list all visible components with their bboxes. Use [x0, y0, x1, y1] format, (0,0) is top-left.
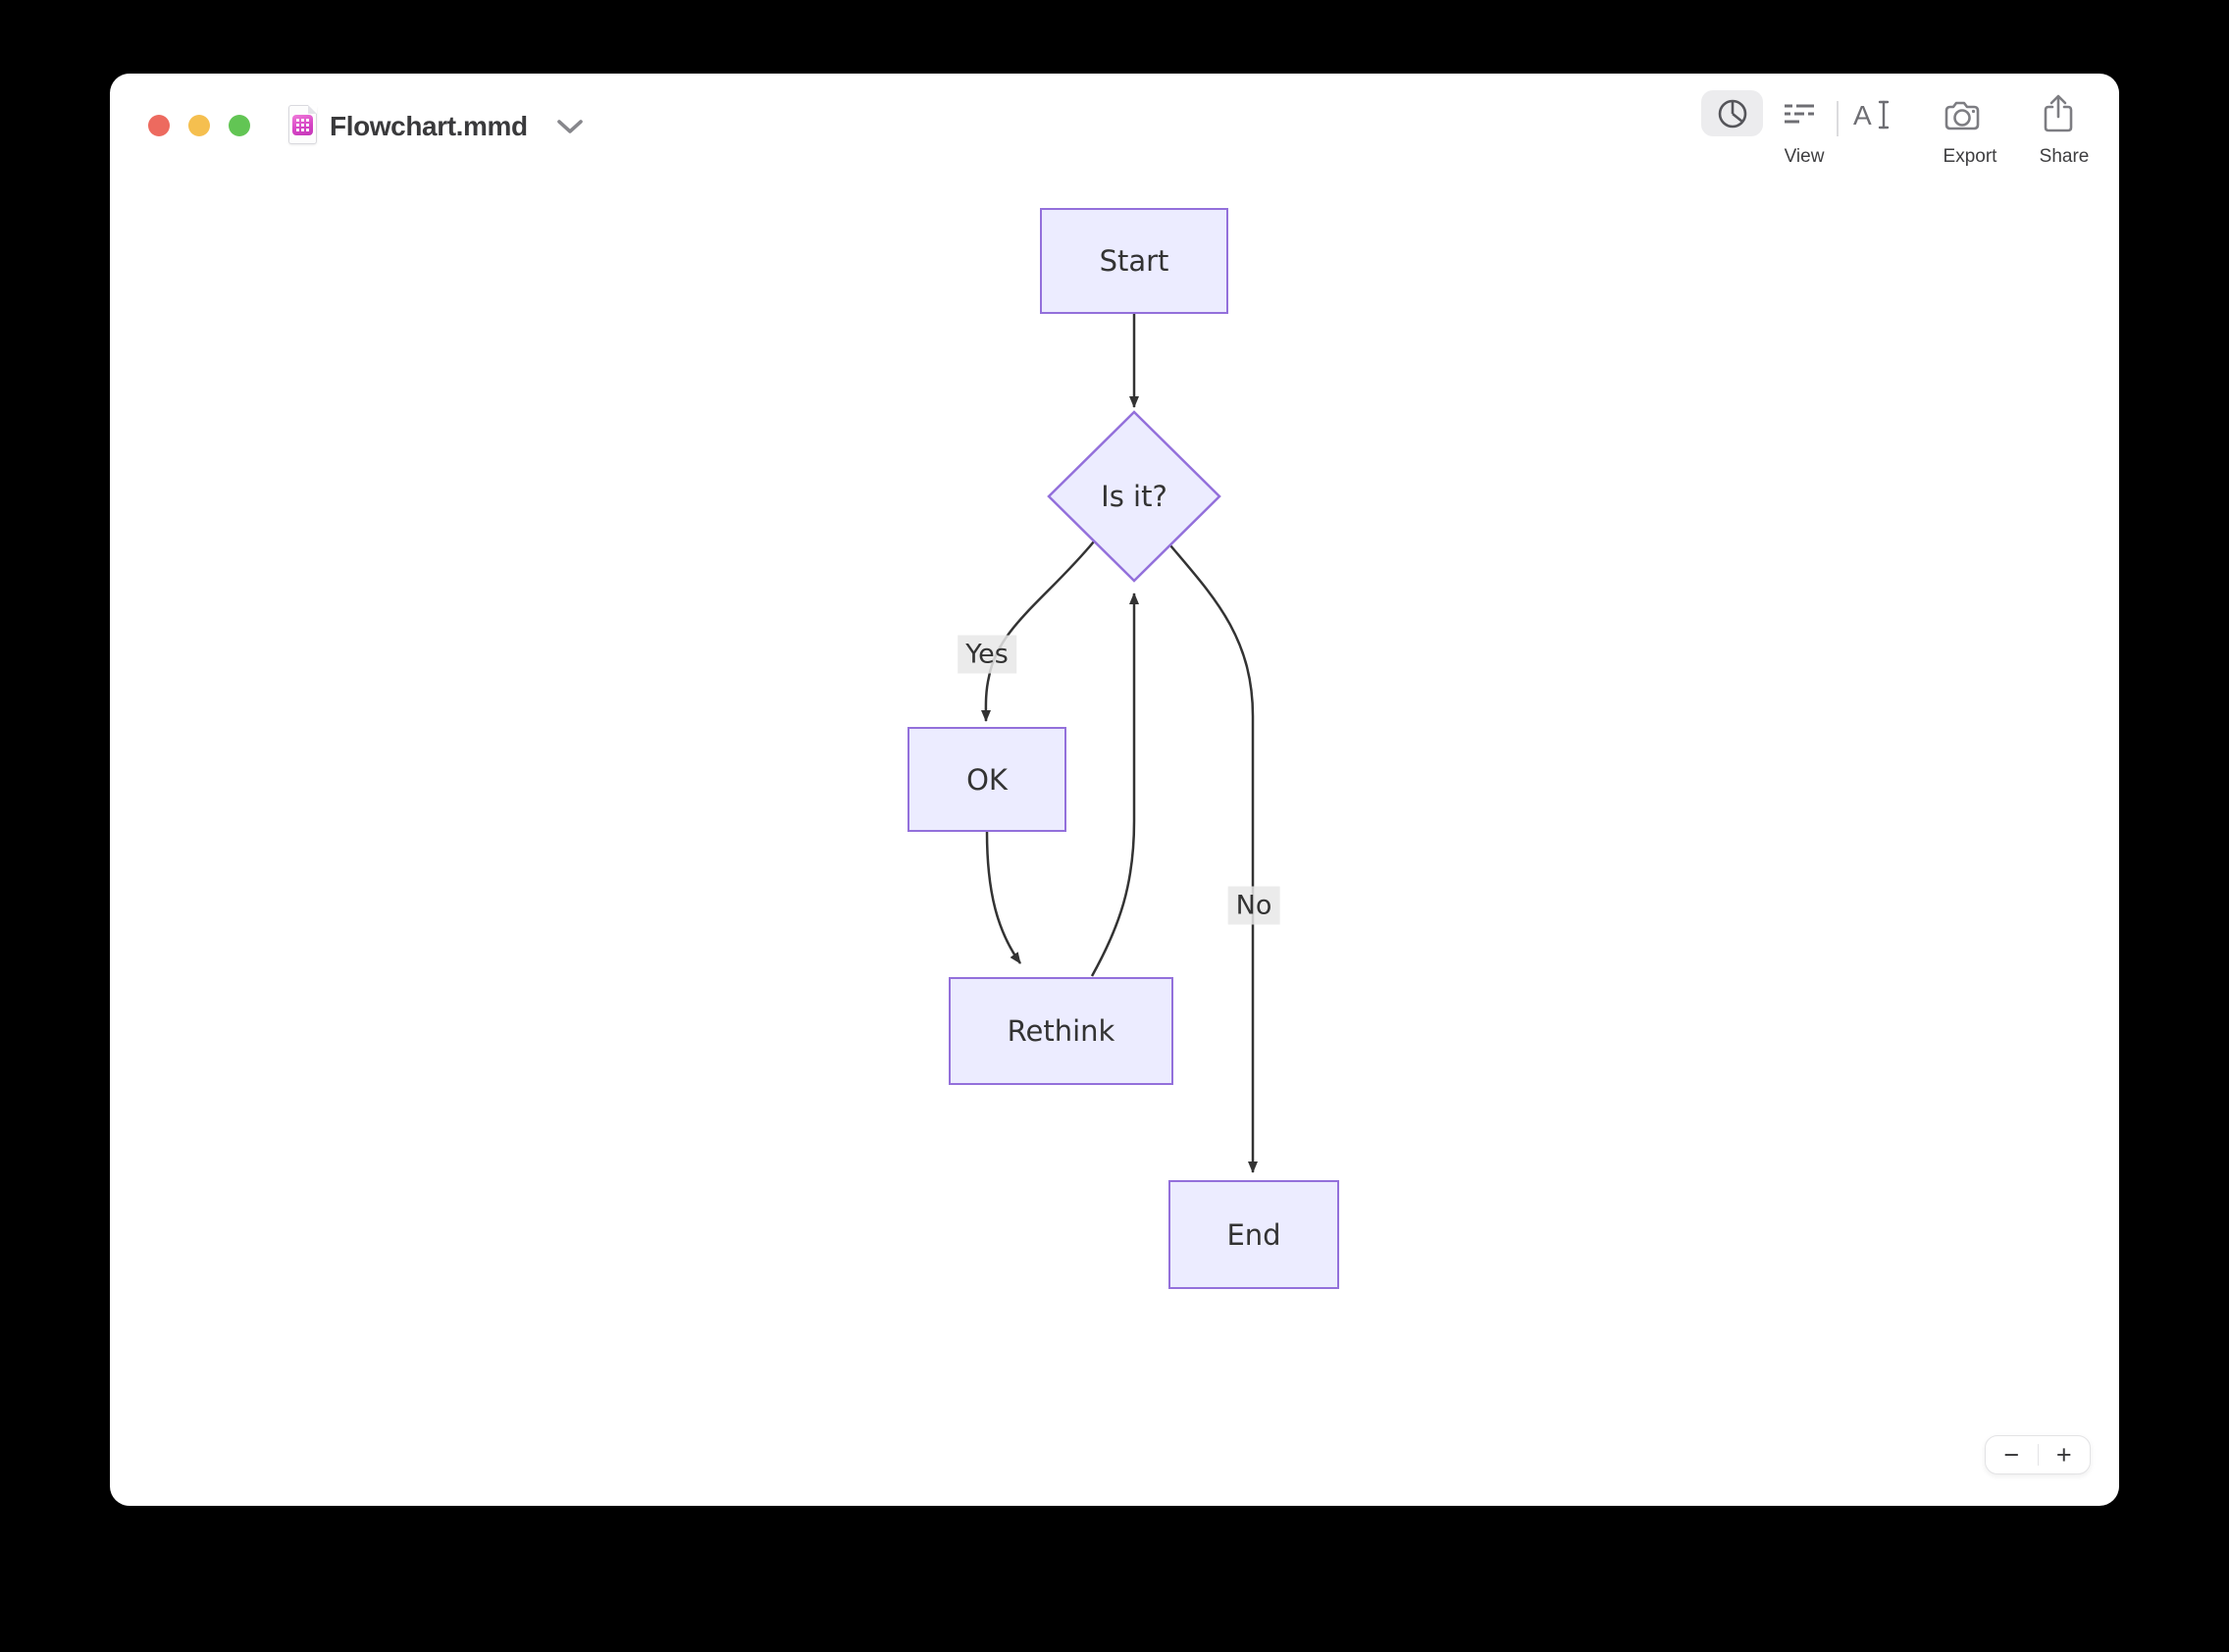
export-label: Export — [1943, 146, 1997, 167]
document-title[interactable]: Flowchart.mmd — [330, 111, 528, 141]
pie-chart-icon[interactable] — [1717, 98, 1748, 129]
mermaid-file-icon[interactable] — [288, 105, 317, 144]
camera-export-icon[interactable] — [1941, 97, 1984, 132]
maximize-button[interactable] — [229, 115, 250, 136]
share-label: Share — [2039, 146, 2090, 167]
node-end: End — [1168, 1180, 1339, 1289]
zoom-in-button[interactable]: + — [2055, 1440, 2072, 1470]
close-button[interactable] — [148, 115, 170, 136]
node-ok: OK — [907, 727, 1066, 832]
node-end-label: End — [1226, 1217, 1281, 1252]
text-edit-ai-icon[interactable]: A — [1853, 99, 1892, 130]
node-decision-diamond — [1047, 410, 1221, 583]
toolbar-divider — [1837, 101, 1839, 136]
share-icon[interactable] — [2041, 93, 2076, 134]
node-start: Start — [1040, 208, 1228, 314]
edge-decision-to-ok-yes — [980, 541, 1095, 722]
node-start-label: Start — [1099, 244, 1169, 278]
svg-text:A: A — [1853, 100, 1872, 130]
minimize-button[interactable] — [188, 115, 210, 136]
edge-label-no: No — [1227, 886, 1280, 925]
outline-lines-icon[interactable] — [1783, 100, 1816, 129]
mermaid-logo-grid — [296, 119, 309, 131]
zoom-out-button[interactable]: − — [2003, 1440, 2020, 1470]
app-window: Flowchart.mmd A View E — [110, 74, 2119, 1506]
zoom-controls: − + — [1985, 1435, 2091, 1474]
node-rethink: Rethink — [949, 977, 1173, 1085]
mermaid-logo — [292, 115, 313, 135]
edge-decision-to-end-no — [1169, 544, 1258, 1173]
zoom-controls-divider — [2037, 1444, 2039, 1466]
node-ok-label: OK — [966, 762, 1008, 797]
chevron-down-icon[interactable] — [556, 118, 584, 135]
edge-ok-to-rethink — [985, 831, 1022, 964]
flowchart-canvas — [980, 314, 1258, 1173]
page-fold — [308, 105, 317, 114]
node-decision-label: Is it? — [1101, 480, 1167, 513]
edge-rethink-to-decision — [1090, 593, 1139, 977]
view-label: View — [1784, 146, 1825, 167]
edge-label-yes: Yes — [958, 635, 1016, 674]
node-rethink-label: Rethink — [1007, 1014, 1115, 1048]
